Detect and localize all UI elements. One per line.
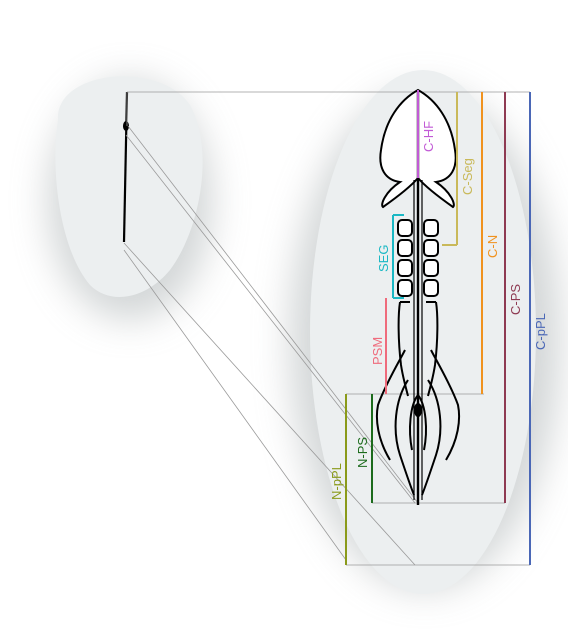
c-ps-label: C-PS [508, 284, 523, 315]
projection-guides [123, 91, 530, 566]
c-n-label: C-N [485, 235, 500, 258]
somite-r2 [423, 239, 439, 257]
late-embryo-body [310, 70, 536, 594]
lateral-plate-right [430, 349, 461, 461]
psm-right [427, 301, 439, 397]
c-ppl-label: C-pPL [533, 313, 548, 350]
seg-label: SEG [376, 245, 391, 272]
n-ps-label: N-PS [355, 437, 370, 468]
c-hf-label: C-HF [421, 121, 436, 152]
early-embryo [48, 76, 212, 320]
node-icon [123, 121, 129, 131]
somite-r1 [423, 219, 439, 237]
somite-l4 [397, 279, 413, 297]
early-embryo-body [55, 76, 203, 297]
node-icon [414, 403, 422, 417]
embryo-structure [375, 88, 461, 505]
lateral-plate-left [375, 349, 406, 461]
streak-outer-right [421, 379, 442, 496]
primitive-streak [122, 91, 129, 243]
psm-label: PSM [370, 337, 385, 365]
somite-l1 [397, 219, 413, 237]
domain-labels: C-HF C-Seg C-N C-PS C-pPL SEG PSM N-PS N… [329, 121, 548, 500]
domain-bars [345, 90, 531, 565]
late-embryo [290, 70, 560, 594]
c-seg-label: C-Seg [460, 158, 475, 195]
somite-r4 [423, 279, 439, 297]
n-ppl-label: N-pPL [329, 463, 344, 500]
somite-r3 [423, 259, 439, 277]
psm-left [397, 301, 409, 397]
somite-l2 [397, 239, 413, 257]
streak-outer-left [394, 379, 415, 496]
somite-l3 [397, 259, 413, 277]
